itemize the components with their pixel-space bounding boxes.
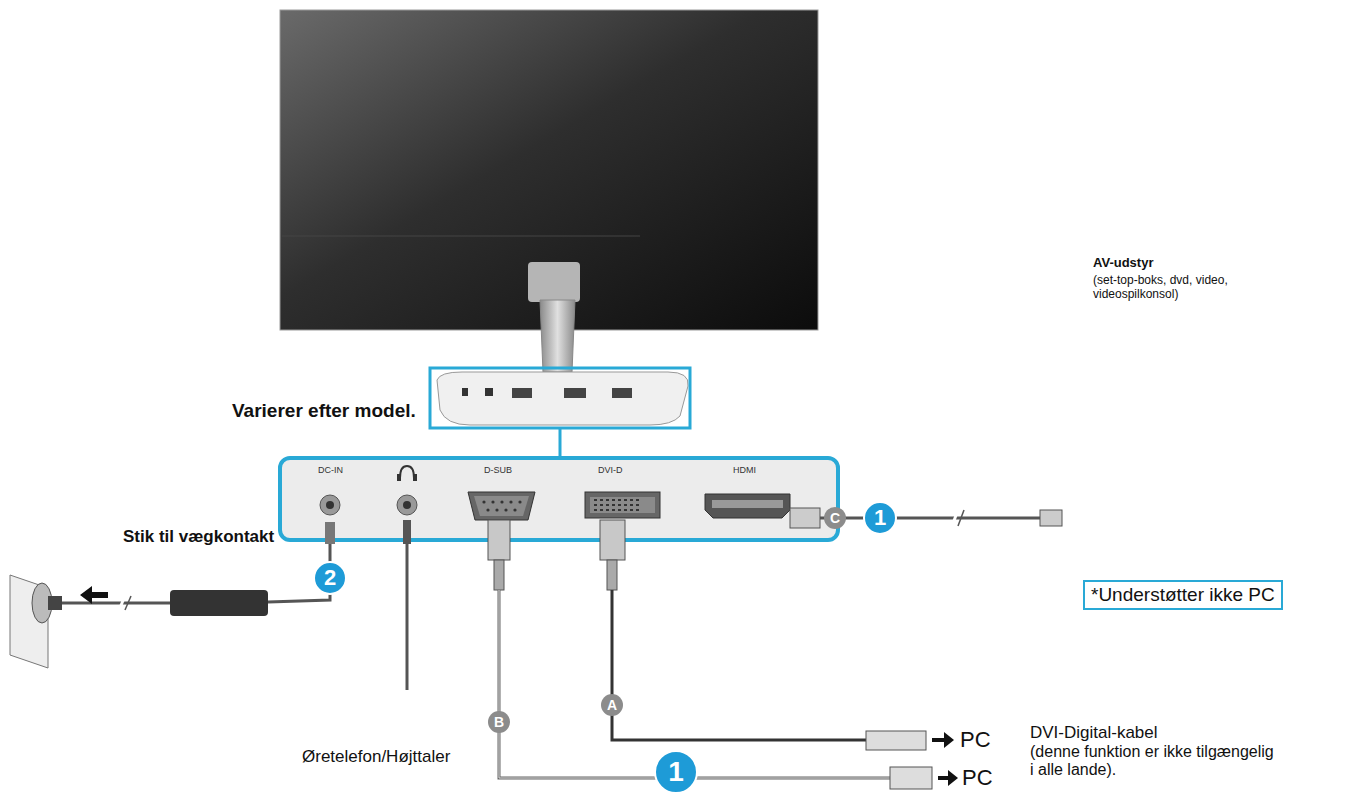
cable-letter: A [601,694,623,716]
port-label: DC-IN [318,465,343,475]
note-text: *Understøtter ikke PC [1091,584,1275,605]
cable-note: (denne funktion er ikke tilgængelig i al… [1030,743,1280,779]
cable-letter: C [824,507,846,529]
port-label: D-SUB [484,465,512,475]
cable-title: DVI-Digital-kabel [1030,723,1158,743]
pc-label: PC [962,765,993,791]
device-title: AV-udstyr [1093,255,1153,270]
cable-letter: B [488,711,510,733]
callout-number: 2 [313,561,347,595]
wall-plug-label: Stik til vægkontakt [123,527,274,547]
headphone-label: Øretelefon/Højttaler [302,747,450,767]
pc-label: PC [960,727,991,753]
callout-number: 1 [654,750,698,794]
port-panel: DC-IN D-SUB DVI-D HDMI [280,458,838,540]
device-note: (set-top-boks, dvd, video, videospilkons… [1093,273,1268,301]
model-note: Varierer efter model. [232,400,416,422]
port-label: DVI-D [598,465,623,475]
callout-number: 1 [863,501,897,535]
port-label: HDMI [733,465,756,475]
note-box: *Understøtter ikke PC [1083,580,1283,610]
